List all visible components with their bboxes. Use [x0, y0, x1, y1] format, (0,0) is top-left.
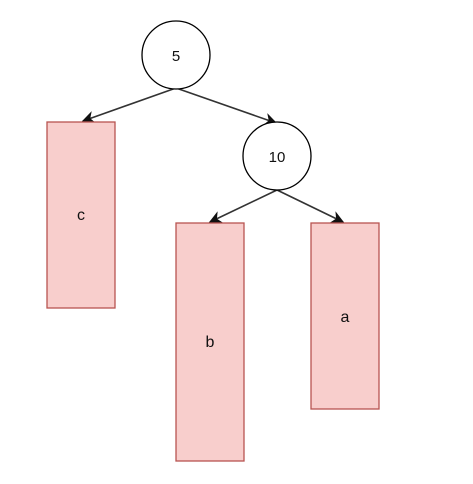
leaf-b-label: b: [206, 334, 215, 351]
node-root-label: 5: [172, 48, 180, 65]
leaf-c[interactable]: c: [46, 121, 116, 309]
node-right-circle: [242, 121, 312, 191]
leaf-a-box: [310, 222, 380, 410]
leaf-c-label: c: [77, 207, 85, 224]
node-right[interactable]: 10: [242, 121, 312, 191]
edge-5-to-10: [175, 87, 278, 126]
edge-10-to-b: [208, 189, 278, 223]
node-root-circle: [141, 20, 211, 90]
edges: [81, 87, 345, 223]
leaf-a-label: a: [341, 309, 350, 326]
leaf-b-box: [175, 222, 245, 462]
leaf-a[interactable]: a: [310, 222, 380, 410]
edge-5-to-c: [81, 87, 177, 124]
edge-10-to-a: [276, 189, 345, 223]
leaf-c-box: [46, 121, 116, 309]
node-root[interactable]: 5: [141, 20, 211, 90]
node-right-label: 10: [269, 149, 286, 166]
leaf-b[interactable]: b: [175, 222, 245, 462]
